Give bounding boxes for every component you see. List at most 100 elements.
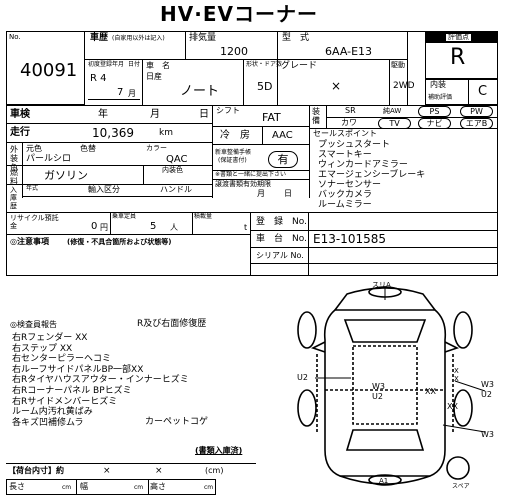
car-history-label: 車歴 bbox=[90, 33, 109, 43]
diagram-center2-label: U2 bbox=[372, 392, 383, 401]
report-line: 右Rコーナーパネル BPヒズミ bbox=[12, 385, 132, 396]
lot-box bbox=[6, 31, 85, 105]
interior-value: C bbox=[478, 84, 488, 99]
inspection-month-unit: 月 bbox=[150, 109, 160, 120]
maker-value: 日産 bbox=[146, 72, 162, 81]
chassis-label: 車 台 No. bbox=[256, 234, 307, 244]
report-line: 右Rタイヤハウスアウター・インナーヒズミ bbox=[12, 375, 189, 386]
color-value: パールシロ bbox=[26, 154, 72, 164]
mileage-unit: km bbox=[159, 128, 173, 138]
sales-point: バックカメラ bbox=[318, 190, 373, 200]
diagram-right-u2: U2 bbox=[481, 390, 492, 399]
first-reg-label: 初度登録年月 bbox=[88, 61, 125, 68]
interior-box bbox=[425, 79, 498, 105]
report-line: 右Rフェンダー XX bbox=[12, 333, 88, 343]
length-label: 長さ bbox=[9, 482, 25, 491]
report-line: 右センターピラーヘコミ bbox=[12, 354, 112, 365]
model-label: 型 式 bbox=[282, 33, 310, 43]
color-code-label: カラー bbox=[146, 144, 167, 152]
equip-pw-text: PW bbox=[470, 107, 483, 116]
cargo-unit: (cm) bbox=[205, 466, 224, 475]
sales-point: プッシュスタート bbox=[318, 140, 391, 150]
diagram-left-label: U2 bbox=[297, 373, 308, 382]
shift-label: シフト bbox=[216, 106, 240, 115]
capacity-label: 乗車定員 bbox=[112, 213, 137, 220]
lot-label: No. bbox=[9, 33, 21, 41]
cargo-label: 【荷台内寸】約 bbox=[8, 466, 64, 475]
sheet-frame bbox=[6, 31, 498, 276]
ac-value: AAC bbox=[272, 130, 293, 141]
diagram-top-label: スリA bbox=[372, 281, 391, 289]
sales-point: ウィンカードアミラー bbox=[318, 160, 408, 170]
transfer-docs-day-unit: 日 bbox=[284, 189, 292, 198]
diagram-bottom-label: A1 bbox=[379, 477, 389, 485]
cargo-x2: × bbox=[155, 466, 163, 476]
reg-no-label: 登 録 No. bbox=[256, 217, 307, 227]
mileage-value: 10,369 bbox=[92, 126, 134, 140]
serial-label: シリアル No. bbox=[256, 251, 304, 260]
interior-sub: 補助評価 bbox=[428, 94, 453, 101]
equip-tv-text: TV bbox=[389, 119, 400, 128]
color-code-value: QAC bbox=[166, 154, 188, 165]
diagram-right-xx2: XX bbox=[447, 402, 458, 411]
diagram-spare-label: スペア bbox=[452, 483, 470, 490]
manual-value-text: 有 bbox=[277, 153, 289, 166]
diagram-bottom-w3: W3 bbox=[481, 430, 494, 439]
maker-label: 車 名 bbox=[146, 61, 170, 70]
fuel-value: ガソリン bbox=[44, 169, 88, 182]
inspection-day-unit: 日 bbox=[199, 109, 209, 120]
report-line: 右ルーフサイドパネルBP一部XX bbox=[12, 364, 144, 375]
notes-sub: (修復・不具合箇所および状態等) bbox=[67, 238, 172, 246]
displacement-value: 1200 bbox=[220, 45, 248, 58]
lot-number: 40091 bbox=[20, 60, 78, 81]
page-title: HV·EVコーナー bbox=[160, 2, 318, 26]
capacity-unit: 人 bbox=[170, 223, 178, 232]
diagram-right-x1: X bbox=[454, 367, 459, 375]
transfer-docs-label: 譲渡書類有効期限 bbox=[215, 180, 271, 188]
car-name-value: ノート bbox=[180, 84, 220, 99]
equipment-label: 装備 bbox=[312, 107, 320, 125]
rating-box bbox=[425, 31, 498, 79]
sales-points-label: セールスポイント bbox=[313, 129, 377, 138]
color-label: 外装色 bbox=[10, 145, 18, 172]
car-body-diagram bbox=[297, 286, 486, 486]
first-reg-note: 日付 bbox=[128, 61, 141, 68]
import-label: 入庫歴 bbox=[10, 186, 17, 210]
cargo-x1: × bbox=[103, 466, 111, 476]
car-history-note: (自家用以外は記入) bbox=[112, 35, 165, 42]
color-change-label: 色替 bbox=[80, 144, 96, 153]
grade-value: × bbox=[331, 79, 342, 93]
drive-label: 駆動 bbox=[391, 61, 405, 69]
equip-ps-text: PS bbox=[429, 107, 440, 116]
inspection-label: 車検 bbox=[10, 109, 30, 120]
sales-point: エマージェンシーブレーキ bbox=[318, 170, 426, 180]
diagram-right-w3: W3 bbox=[481, 380, 494, 389]
doors-label: 形状・ドア数 bbox=[246, 61, 283, 68]
interior-label: 内装 bbox=[430, 80, 446, 89]
diagram-right-xx: XX bbox=[425, 387, 436, 396]
displacement-label: 排気量 bbox=[189, 33, 217, 43]
inspection-year-unit: 年 bbox=[98, 109, 108, 120]
mileage-label: 走行 bbox=[10, 127, 30, 138]
width-label: 幅 bbox=[80, 482, 88, 491]
manual-note: ※書類と一緒に提出下さい bbox=[215, 171, 287, 178]
equip-aw: 純AW bbox=[383, 107, 402, 115]
drive-value: 2WD bbox=[393, 81, 415, 91]
report-line: 右ステップ XX bbox=[12, 343, 73, 354]
equip-sr: SR bbox=[345, 106, 356, 115]
carpet-note: カーペットコゲ bbox=[145, 417, 209, 427]
color-orig-label: 元色 bbox=[26, 144, 42, 153]
first-reg-month-unit: 月 bbox=[128, 89, 136, 98]
equip-leather: カワ bbox=[341, 118, 357, 127]
first-reg-year: R 4 bbox=[90, 73, 107, 84]
manual-label: 新車整備手帳 bbox=[215, 149, 252, 156]
int-color-label: 内装色 bbox=[162, 166, 183, 174]
report-lines: 右Rフェンダー XX 右ステップ XX 右センターピラーヘコミ 右ルーフサイドパ… bbox=[12, 333, 189, 428]
equip-navi-text: ナビ bbox=[426, 119, 443, 128]
chassis-value: E13-101585 bbox=[313, 232, 386, 246]
transfer-docs-month-unit: 月 bbox=[257, 189, 265, 198]
import-category-label: 輸入区分 bbox=[88, 185, 120, 194]
diagram-center1-label: W3 bbox=[372, 382, 385, 391]
load-unit: t bbox=[244, 223, 248, 232]
width-unit: cm bbox=[134, 484, 144, 491]
